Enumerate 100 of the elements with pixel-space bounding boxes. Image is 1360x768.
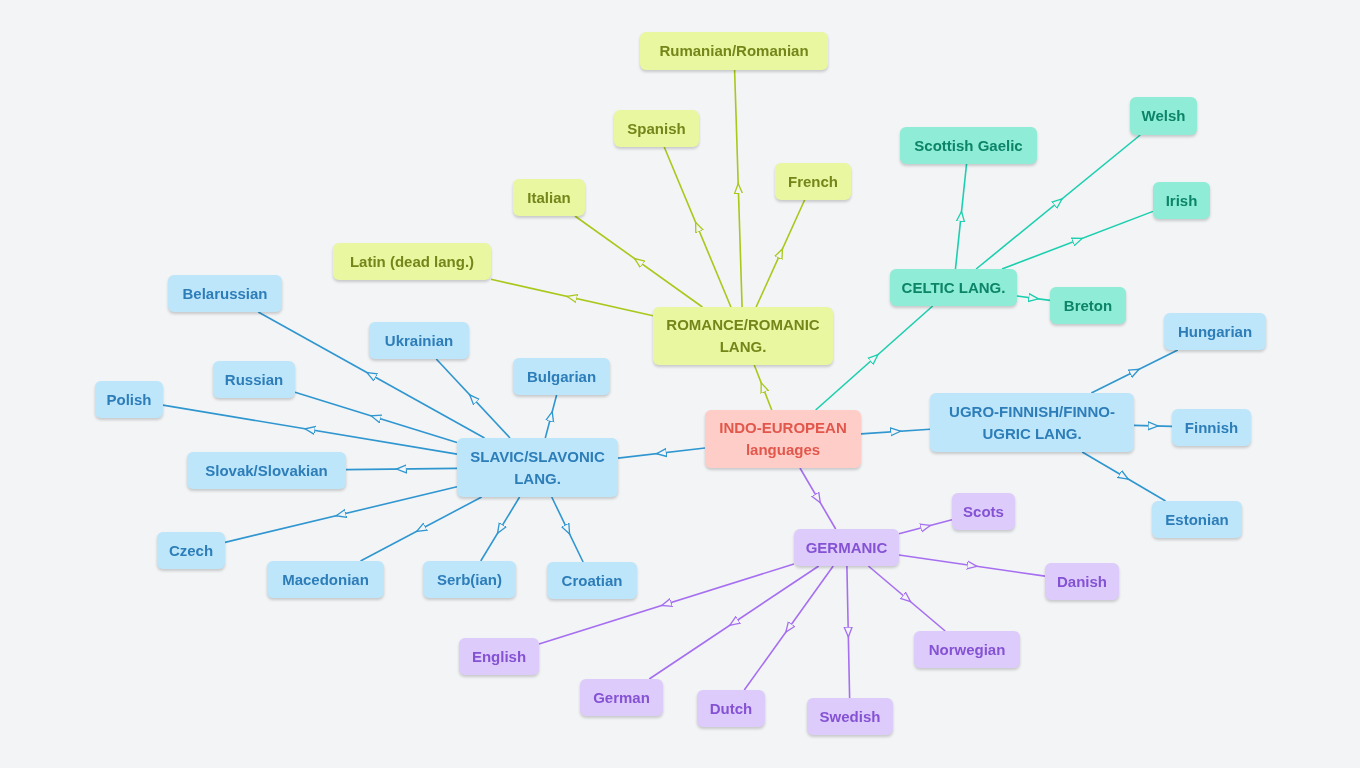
- topic-box: [653, 307, 833, 365]
- topic-label: Polish: [106, 389, 152, 410]
- topic-box: [914, 631, 1020, 668]
- topic-label: Rumanian/Romanian: [659, 41, 809, 61]
- arrow: [648, 565, 820, 680]
- arrow: [663, 146, 732, 308]
- arrow: [435, 358, 511, 439]
- arrow: [814, 305, 934, 411]
- topic-label: Belarussian: [182, 283, 268, 304]
- topic-box: [513, 179, 585, 216]
- topic-label: Breton: [1063, 295, 1113, 316]
- root-topic-box: [705, 410, 861, 468]
- topic-label: Czech: [168, 540, 214, 561]
- arrow: [843, 565, 853, 699]
- topic-label: French: [788, 171, 838, 192]
- topic-box: [614, 110, 699, 147]
- topic-box: [187, 452, 346, 489]
- arrow: [954, 163, 968, 270]
- topic-label: Norwegian: [928, 639, 1006, 660]
- arrow: [345, 464, 458, 474]
- topic-label: Scots: [963, 501, 1004, 522]
- topic-label: Swedish: [819, 706, 881, 727]
- topic-label: Latin (dead lang.): [349, 251, 475, 272]
- arrow: [294, 391, 458, 444]
- arrow: [1133, 421, 1173, 431]
- topic-label: Scottish Gaelic: [914, 135, 1023, 156]
- topic-box: [952, 493, 1015, 530]
- arrow: [490, 278, 654, 317]
- topic-box: [890, 269, 1017, 306]
- topic-label: Dutch: [709, 698, 753, 719]
- topic-label: Russian: [224, 369, 284, 390]
- topic-label: UGRO-FINNISH/FINNO-UGRIC LANG.: [948, 401, 1116, 444]
- arrow: [359, 496, 483, 562]
- topic-box: [457, 438, 618, 497]
- topic-box: [157, 532, 225, 569]
- arrow: [898, 554, 1046, 577]
- arrow: [574, 215, 704, 308]
- topic-label: Ukrainian: [384, 330, 454, 351]
- topic-box: [1045, 563, 1119, 600]
- arrow: [617, 447, 706, 459]
- topic-label: CELTIC LANG.: [901, 277, 1006, 298]
- topic-label: Irish: [1165, 190, 1198, 211]
- arrow: [1001, 210, 1154, 270]
- arrow: [224, 485, 458, 544]
- topic-box: [369, 322, 469, 359]
- topic-label: Slovak/Slovakian: [205, 460, 328, 481]
- arrow: [867, 565, 946, 632]
- topic-box: [580, 679, 663, 716]
- topic-box: [1164, 313, 1266, 350]
- topic-label: Italian: [527, 187, 571, 208]
- topic-box: [1152, 501, 1242, 538]
- topic-label: ROMANCE/ROMANIC LANG.: [665, 315, 821, 357]
- topic-box: [807, 698, 893, 735]
- topic-label: Croatian: [561, 570, 623, 591]
- topic-label: Bulgarian: [526, 366, 597, 387]
- arrow: [544, 394, 558, 439]
- arrow: [162, 404, 458, 455]
- topic-box: [930, 393, 1134, 452]
- topic-box: [423, 561, 516, 598]
- topic-box: [1130, 97, 1197, 135]
- topic-label: German: [593, 687, 650, 708]
- topic-box: [267, 561, 384, 598]
- topic-box: [1153, 182, 1210, 219]
- arrow: [898, 519, 953, 535]
- arrow: [1016, 292, 1051, 303]
- arrow: [733, 69, 744, 308]
- arrow: [743, 565, 835, 691]
- topic-label: GERMANIC: [805, 537, 888, 558]
- topic-box: [775, 163, 851, 200]
- topic-label: Danish: [1057, 571, 1107, 592]
- topic-label: Estonian: [1165, 509, 1229, 530]
- arrow: [753, 364, 773, 411]
- arrow: [550, 496, 584, 563]
- topic-label: English: [471, 646, 527, 667]
- topic-label: Serb(ian): [437, 569, 502, 590]
- topic-box: [697, 690, 765, 727]
- arrow: [1090, 349, 1179, 394]
- topic-box: [333, 243, 491, 280]
- topic-box: [794, 529, 899, 566]
- topic-label: Finnish: [1184, 417, 1239, 438]
- topic-box: [459, 638, 539, 675]
- topic-box: [95, 381, 163, 418]
- arrow: [755, 199, 806, 308]
- arrow: [860, 427, 931, 437]
- topic-label: SLAVIC/SLAVONIC LANG.: [469, 446, 606, 489]
- topic-box: [547, 562, 637, 599]
- arrow: [257, 311, 486, 439]
- arrow: [799, 467, 837, 530]
- topic-box: [213, 361, 295, 398]
- topic-label: Hungarian: [1177, 321, 1253, 342]
- topic-label: INDO-EUROPEAN languages: [718, 418, 848, 460]
- topic-label: Macedonian: [282, 569, 369, 590]
- topic-box: [900, 127, 1037, 164]
- arrow: [1081, 451, 1167, 502]
- topic-label: Welsh: [1141, 106, 1186, 126]
- topic-box: [513, 358, 610, 395]
- arrow: [538, 563, 795, 645]
- topic-box: [168, 275, 282, 312]
- topic-label: Spanish: [627, 118, 686, 139]
- topic-box: [640, 32, 828, 70]
